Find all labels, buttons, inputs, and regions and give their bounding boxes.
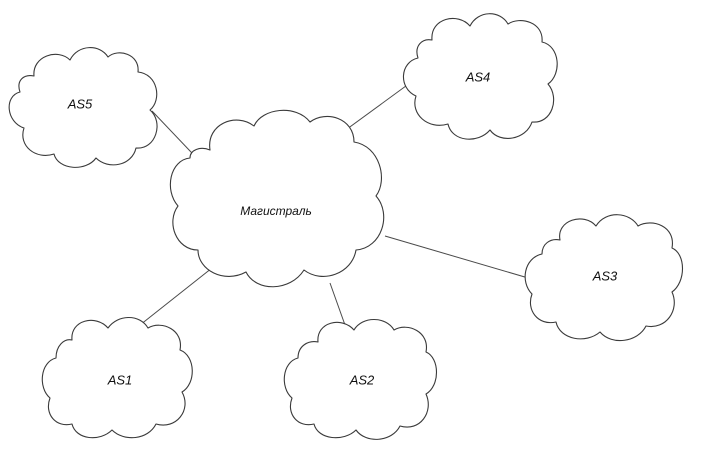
backbone-label: Магистраль (240, 204, 312, 218)
cloud-as4: AS4 (402, 13, 558, 140)
cloud-as2: AS2 (283, 318, 438, 440)
cloud-as1-shape (41, 316, 193, 439)
cloud-backbone-shape (169, 109, 385, 288)
cloud-as3: AS3 (524, 214, 684, 342)
cloud-as4-shape (402, 13, 558, 140)
as1-label: AS1 (107, 372, 133, 387)
link-backbone-as3 (384, 235, 536, 281)
clouds: AS5 AS4 Магистраль AS3 AS1 AS2 (8, 13, 684, 440)
as2-label: AS2 (349, 372, 375, 387)
as4-label: AS4 (465, 69, 491, 84)
cloud-as5: AS5 (8, 47, 158, 168)
link-backbone-as2 (329, 282, 346, 326)
link-backbone-as1 (139, 267, 213, 326)
cloud-as5-shape (8, 47, 158, 168)
cloud-backbone: Магистраль (169, 109, 385, 288)
cloud-as3-shape (524, 214, 684, 342)
cloud-as2-shape (283, 318, 438, 440)
as3-label: AS3 (592, 268, 618, 283)
as5-label: AS5 (67, 96, 93, 111)
cloud-as1: AS1 (41, 316, 193, 439)
